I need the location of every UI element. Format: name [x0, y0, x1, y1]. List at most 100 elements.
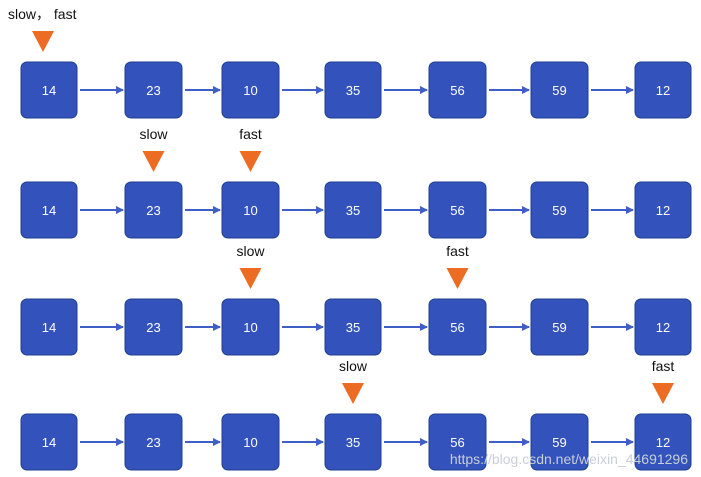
pointer-label: slow — [139, 126, 168, 142]
node-box — [221, 181, 280, 239]
list-node: 35 — [324, 413, 382, 471]
pointer-fast: fast — [652, 358, 675, 404]
pointer-fast: fast — [446, 243, 469, 289]
node-box — [221, 61, 280, 119]
node-box — [324, 413, 382, 471]
list-row-3: 14 23 10 35 56 59 12 slow fast — [20, 243, 692, 356]
node-value: 35 — [346, 83, 360, 98]
node-value: 10 — [243, 203, 257, 218]
node-value: 23 — [146, 83, 160, 98]
list-node: 59 — [530, 298, 589, 356]
list-node: 59 — [530, 181, 589, 239]
node-box — [530, 413, 589, 471]
node-box — [634, 181, 692, 239]
list-node: 56 — [428, 61, 487, 119]
list-node: 35 — [324, 61, 382, 119]
pointer-slow: slow — [339, 358, 368, 404]
watermark-text: https://blog.csdn.net/weixin_44691296 — [450, 451, 688, 467]
node-value: 23 — [146, 320, 160, 335]
node-value: 35 — [346, 435, 360, 450]
node-value: 56 — [450, 435, 464, 450]
list-node: 12 — [634, 298, 692, 356]
list-node: 14 — [20, 413, 78, 471]
pointer-label: fast — [446, 243, 469, 259]
list-row-2: 14 23 10 35 56 59 12 slow fast — [20, 126, 692, 239]
pointer-slow: slow — [236, 243, 265, 289]
list-node: 23 — [124, 61, 183, 119]
list-node: 12 — [634, 413, 692, 471]
node-value: 12 — [656, 83, 670, 98]
list-node: 23 — [124, 413, 183, 471]
rows-layer: 14 23 10 35 56 59 12 slow， fast 14 23 10 35 56 59 12 sl… — [8, 6, 692, 471]
node-value: 12 — [656, 320, 670, 335]
node-value: 35 — [346, 203, 360, 218]
node-box — [428, 298, 487, 356]
node-box — [124, 298, 183, 356]
node-value: 59 — [552, 83, 566, 98]
list-node: 14 — [20, 61, 78, 119]
list-node: 14 — [20, 181, 78, 239]
node-value: 23 — [146, 435, 160, 450]
node-box — [20, 413, 78, 471]
pointer-label: fast — [239, 126, 262, 142]
node-box — [428, 413, 487, 471]
node-box — [221, 413, 280, 471]
node-box — [20, 298, 78, 356]
pointer-triangle-icon — [652, 383, 674, 404]
node-value: 12 — [656, 203, 670, 218]
node-box — [124, 61, 183, 119]
list-node: 56 — [428, 181, 487, 239]
node-box — [20, 61, 78, 119]
pointer-triangle-icon — [239, 151, 262, 172]
node-value: 35 — [346, 320, 360, 335]
list-node: 23 — [124, 298, 183, 356]
node-value: 10 — [243, 435, 257, 450]
node-box — [428, 61, 487, 119]
node-box — [124, 413, 183, 471]
pointer-slow: slow， fast — [8, 6, 77, 52]
list-node: 10 — [221, 61, 280, 119]
node-box — [324, 181, 382, 239]
list-row-4: 14 23 10 35 56 59 12 slow fast — [20, 358, 692, 471]
node-value: 10 — [243, 320, 257, 335]
pointer-label: slow — [236, 243, 265, 259]
pointer-label: slow — [339, 358, 368, 374]
pointer-fast: fast — [239, 126, 262, 172]
list-node: 14 — [20, 298, 78, 356]
pointer-slow: slow — [139, 126, 168, 172]
node-box — [324, 298, 382, 356]
list-node: 59 — [530, 413, 589, 471]
node-value: 10 — [243, 83, 257, 98]
node-box — [634, 413, 692, 471]
node-box — [530, 61, 589, 119]
node-value: 59 — [552, 203, 566, 218]
list-node: 59 — [530, 61, 589, 119]
list-node: 10 — [221, 181, 280, 239]
node-value: 12 — [656, 435, 670, 450]
list-node: 35 — [324, 181, 382, 239]
pointer-triangle-icon — [342, 383, 364, 404]
list-node: 23 — [124, 181, 183, 239]
node-box — [20, 181, 78, 239]
node-box — [530, 181, 589, 239]
node-box — [428, 181, 487, 239]
pointer-label: fast — [652, 358, 675, 374]
list-node: 12 — [634, 61, 692, 119]
pointer-label: slow， fast — [8, 6, 77, 22]
list-node: 12 — [634, 181, 692, 239]
pointer-triangle-icon — [239, 268, 262, 289]
list-node: 56 — [428, 413, 487, 471]
node-box — [221, 298, 280, 356]
node-value: 14 — [42, 203, 56, 218]
node-box — [634, 298, 692, 356]
node-value: 59 — [552, 320, 566, 335]
list-node: 35 — [324, 298, 382, 356]
node-value: 14 — [42, 83, 56, 98]
node-box — [634, 61, 692, 119]
list-node: 10 — [221, 298, 280, 356]
list-node: 56 — [428, 298, 487, 356]
node-value: 56 — [450, 320, 464, 335]
pointer-triangle-icon — [446, 268, 469, 289]
list-row-1: 14 23 10 35 56 59 12 slow， fast — [8, 6, 692, 119]
